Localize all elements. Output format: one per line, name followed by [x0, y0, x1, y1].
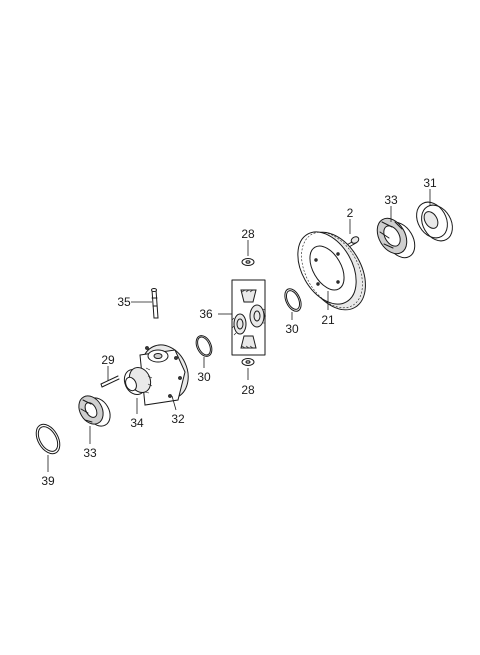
ring-gear-part-21: [297, 231, 366, 311]
callout-30-left: 30: [197, 370, 211, 384]
callout-30-mid: 30: [285, 322, 299, 336]
callout-labels: 31 33 2 28 35 36 21 30 29 30 28 32 34 33…: [41, 176, 437, 488]
bearing-part-33-bottom: [78, 395, 111, 427]
callout-2: 2: [347, 206, 354, 220]
seal-part-39: [35, 423, 61, 455]
callout-31: 31: [423, 176, 437, 190]
washer-part-28-bottom: [241, 358, 255, 366]
callout-33-bottom: 33: [83, 446, 97, 460]
leader-lines: [47, 189, 431, 472]
callout-35: 35: [117, 295, 131, 309]
callout-39: 39: [41, 474, 55, 488]
callout-28-bottom: 28: [241, 383, 255, 397]
washer-part-28-top: [241, 258, 255, 266]
callout-21: 21: [321, 313, 335, 327]
callout-36: 36: [199, 307, 213, 321]
gear-set-part-36: [231, 279, 266, 356]
shim-part-30-mid: [284, 288, 302, 312]
bearing-part-33-top: [376, 217, 416, 259]
diff-case-part-32: [123, 344, 189, 406]
pinion-shaft-part-35: [151, 288, 159, 319]
pin-part-29: [100, 375, 120, 388]
washer-part-31: [416, 201, 453, 242]
callout-28-top: 28: [241, 227, 255, 241]
callout-32: 32: [171, 412, 185, 426]
shim-part-30-left: [195, 335, 213, 357]
callout-34: 34: [130, 416, 144, 430]
callout-33-top: 33: [384, 193, 398, 207]
callout-29: 29: [101, 353, 115, 367]
